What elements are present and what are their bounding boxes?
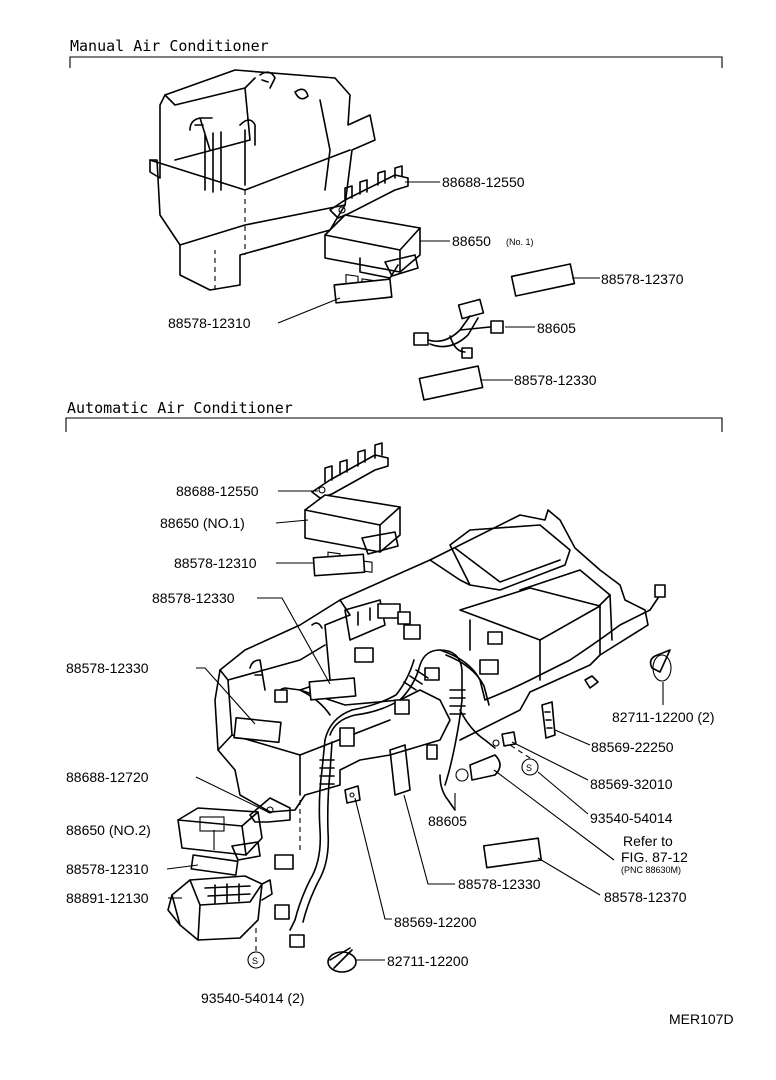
leader-a14 <box>166 864 199 870</box>
auto-amplifier-88650-no1 <box>304 494 401 573</box>
manual-amplifier-88650 <box>324 214 421 296</box>
manual-harness-88605 <box>413 298 504 359</box>
leader-a2 <box>275 519 309 524</box>
section-title-automatic: Automatic Air Conditioner <box>67 399 293 417</box>
screw-mark-b: S <box>252 956 258 966</box>
label-a5: 88578-12330 <box>66 660 149 676</box>
clamp-82711-a <box>649 649 672 682</box>
auto-bracket-88688 <box>311 442 389 499</box>
leader-a5 <box>196 667 256 725</box>
auto-pad-12310-a <box>312 553 366 577</box>
label-m3: 88578-12370 <box>601 271 684 287</box>
leader-a9 <box>511 741 589 781</box>
label-a9: 88569-32010 <box>590 776 673 792</box>
label-a13-line2: FIG. 87-12 <box>621 849 688 865</box>
leader-a16 <box>537 857 601 896</box>
manual-pad-12370 <box>510 263 576 297</box>
label-m5: 88605 <box>537 320 576 336</box>
label-a17: 88891-12130 <box>66 890 149 906</box>
clamp-82711-b <box>327 947 357 973</box>
label-m1: 88688-12550 <box>442 174 525 190</box>
leader-a8 <box>195 776 269 813</box>
label-a15: 88578-12330 <box>458 876 541 892</box>
manual-ac-unit <box>149 69 376 291</box>
leader-m4 <box>277 297 341 324</box>
label-m4: 88578-12310 <box>168 315 251 331</box>
label-a10: 93540-54014 <box>590 810 673 826</box>
label-a2: 88650 (NO.1) <box>160 515 245 531</box>
label-a14: 88578-12310 <box>66 861 149 877</box>
label-a3: 88578-12310 <box>174 555 257 571</box>
label-a13-line1: Refer to <box>623 833 673 849</box>
label-a19: 82711-12200 <box>387 953 469 969</box>
screw-symbol-b: S <box>247 951 265 969</box>
screw-mark-a: S <box>526 763 532 773</box>
label-a4: 88578-12330 <box>152 590 235 606</box>
section-title-manual: Manual Air Conditioner <box>70 37 269 55</box>
manual-pad-12310 <box>333 278 393 304</box>
leader-a15 <box>403 794 455 885</box>
label-a12: 88650 (NO.2) <box>66 822 151 838</box>
section-bracket-automatic <box>65 417 723 432</box>
label-a6: 82711-12200 (2) <box>612 709 714 725</box>
screw-a-dash <box>509 744 531 759</box>
leader-a7 <box>554 729 591 746</box>
auto-amplifier-88650-no2 <box>177 807 263 861</box>
auto-pad-12330-b <box>233 716 282 744</box>
label-a18: 88569-12200 <box>394 914 477 930</box>
auto-ac-unit <box>214 509 666 948</box>
leader-a4 <box>257 597 331 685</box>
manual-bracket-88688 <box>329 165 409 219</box>
figure-code: MER107D <box>669 1011 734 1027</box>
auto-case-88891 <box>167 875 273 941</box>
label-a1: 88688-12550 <box>176 483 259 499</box>
label-a11: 88605 <box>428 813 467 829</box>
label-a13-line3: (PNC 88630M) <box>621 865 681 875</box>
label-m6: 88578-12330 <box>514 372 597 388</box>
auto-bracket-88688-12720 <box>249 797 291 823</box>
label-a16: 88578-12370 <box>604 889 687 905</box>
leader-a13 <box>493 769 615 861</box>
section-bracket-manual <box>69 56 723 68</box>
label-a20: 93540-54014 (2) <box>201 990 305 1006</box>
label-m2: 88650 <box>452 233 491 249</box>
screw-symbol-a: S <box>521 758 539 776</box>
auto-pad-12330-a <box>308 677 357 701</box>
leader-a18 <box>354 797 392 920</box>
manual-pad-12330 <box>418 365 484 401</box>
leader-a10 <box>537 771 589 815</box>
auto-pad-12370 <box>482 837 543 869</box>
label-a7: 88569-22250 <box>591 739 674 755</box>
label-a8: 88688-12720 <box>66 769 149 785</box>
auto-pad-12310-b <box>190 854 239 876</box>
label-m2-note: (No. 1) <box>506 237 534 247</box>
